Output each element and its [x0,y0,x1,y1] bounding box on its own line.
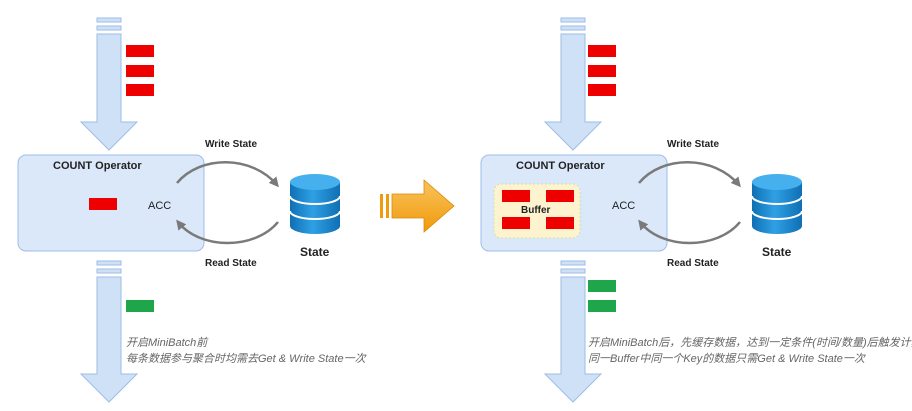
left-state-label: State [300,245,330,259]
buffer-record-1 [502,190,530,202]
buffer-record-4 [546,217,574,229]
right-state-database-icon [751,174,803,234]
right-output-record-2 [588,300,616,312]
right-input-record-3 [588,84,616,96]
left-input-record-3 [126,84,154,96]
left-caption-line2: 每条数据参与聚合时均需去Get & Write State一次 [126,352,368,365]
left-write-state-label: Write State [205,139,257,150]
buffer-record-3 [502,217,530,229]
right-operator-title: COUNT Operator [516,160,605,172]
right-output-record-1 [588,280,616,292]
right-input-record-2 [588,65,616,77]
left-caption-line1: 开启MiniBatch前 [126,336,209,349]
left-input-record-2 [126,65,154,77]
right-input-record-1 [588,45,616,57]
right-caption-line2: 同一Buffer中同一个Key的数据只需Get & Write State一次 [588,352,867,365]
right-state-label: State [762,245,792,259]
left-operator-title: COUNT Operator [53,160,142,172]
right-acc-label: ACC [612,200,635,212]
left-operator-record [89,198,117,210]
right-read-state-arrow [638,219,741,245]
left-output-stream-arrow [79,260,139,403]
left-write-state-arrow [176,161,279,188]
right-input-stream-arrow [543,17,603,151]
right-write-state-arrow [638,161,741,188]
left-read-state-label: Read State [205,258,257,269]
right-panel: COUNT Operator Buffer ACC Write State Re… [480,17,912,403]
left-read-state-arrow [176,219,279,245]
right-read-state-label: Read State [667,258,719,269]
left-input-stream-arrow [79,17,139,151]
left-state-database-icon [289,174,341,234]
right-write-state-label: Write State [667,139,719,150]
left-panel: COUNT Operator ACC Write State Read Stat… [17,17,368,403]
left-input-record-1 [126,45,154,57]
right-caption-line1: 开启MiniBatch后，先缓存数据，达到一定条件(时间/数量)后触发计算 [588,336,912,349]
buffer-record-2 [546,190,574,202]
left-output-record [126,300,154,312]
right-buffer-label: Buffer [521,205,551,216]
left-acc-label: ACC [148,200,171,212]
transition-arrow [380,179,455,233]
right-output-stream-arrow [543,260,603,403]
